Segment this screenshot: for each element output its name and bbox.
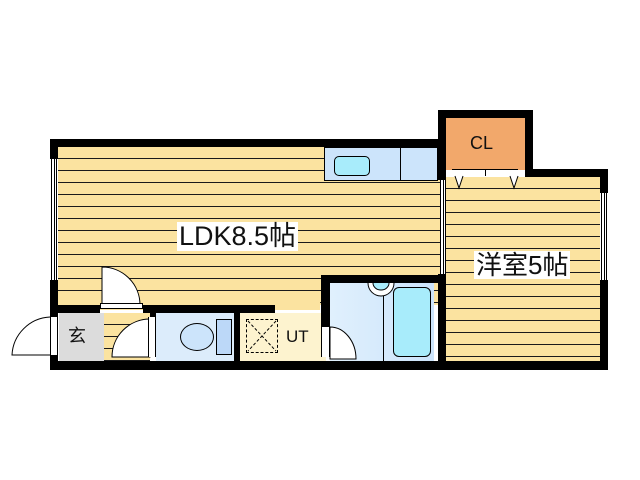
- front-door-swing-icon[interactable]: [10, 316, 60, 357]
- entrance-floor: [59, 313, 104, 361]
- wall-western-right-bottom: [600, 280, 608, 370]
- ldk-door-leaf: [100, 303, 143, 309]
- toilet-tank: [216, 319, 232, 355]
- toilet-door-leaf: [148, 317, 156, 357]
- closet-room: [446, 118, 525, 170]
- washer-cross-icon: [247, 320, 277, 352]
- closet-door-divider: [485, 169, 486, 176]
- closet-door-marker-icon: [454, 175, 519, 190]
- toilet-bowl: [180, 323, 214, 351]
- kitchen-divider: [400, 147, 401, 181]
- toilet-door-swing-icon[interactable]: [110, 318, 156, 361]
- window-partition-sliding[interactable]: [440, 180, 446, 274]
- wall-bath-left: [321, 275, 330, 327]
- bath-door-swing-icon[interactable]: [329, 326, 360, 361]
- ldk-door-swing-icon[interactable]: [100, 266, 146, 307]
- bath-door-leaf: [321, 327, 330, 357]
- ldk-label: LDK8.5帖: [177, 221, 299, 251]
- wall-closet-left: [438, 110, 446, 180]
- wall-toilet-left: [150, 305, 156, 317]
- western-room-label: 洋室5帖: [474, 250, 571, 280]
- kitchen-sink[interactable]: [334, 156, 370, 176]
- wall-closet-top: [438, 110, 533, 118]
- wall-lower-top-b: [143, 305, 275, 313]
- wall-ldk-top: [50, 139, 446, 147]
- washbasin-icon: [367, 282, 395, 297]
- wall-left-mid: [50, 280, 58, 313]
- front-door-leaf: [50, 317, 58, 355]
- wall-bath-top: [321, 275, 442, 283]
- wall-left-top: [50, 139, 58, 159]
- wall-bottom: [50, 361, 608, 370]
- utility-room: [240, 313, 326, 361]
- window-ldk-left[interactable]: [51, 159, 57, 280]
- bath-divider: [383, 283, 384, 361]
- wall-closet-right: [525, 110, 533, 170]
- wall-entrance-left: [50, 305, 58, 317]
- wall-western-top: [525, 169, 608, 177]
- wall-partition-bottom: [438, 274, 446, 370]
- closet-label: CL: [470, 133, 494, 153]
- bathtub: [393, 287, 431, 357]
- window-western-right[interactable]: [601, 193, 607, 280]
- washer-space: [246, 319, 278, 353]
- western-room-floor: [446, 177, 600, 361]
- utility-label: UT: [286, 327, 309, 346]
- entrance-label: 玄: [68, 326, 86, 346]
- wall-entrance-left-b: [50, 355, 58, 365]
- wall-toilet-right: [234, 305, 240, 365]
- wall-western-right-top: [600, 169, 608, 193]
- wall-lower-top-a: [50, 305, 100, 313]
